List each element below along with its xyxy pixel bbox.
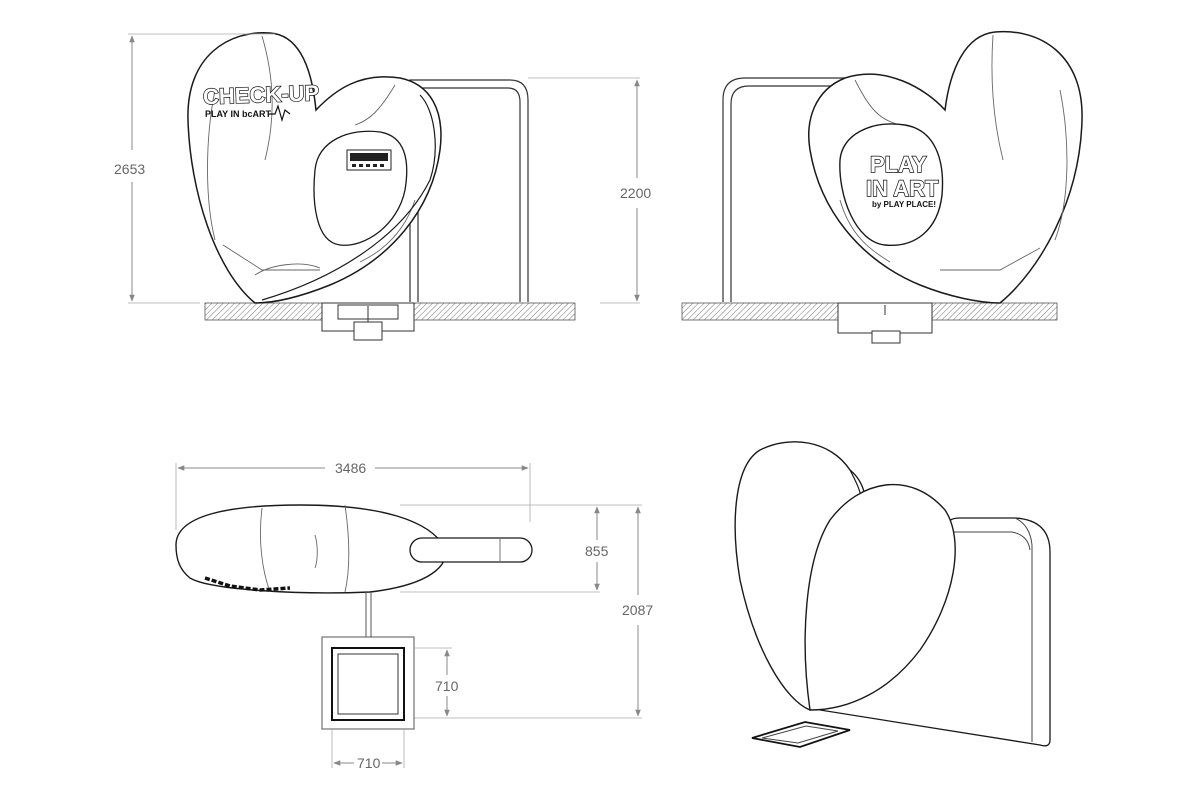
perspective-heart-front — [804, 483, 956, 711]
dim-label-710-h: 710 — [357, 755, 381, 771]
back-logo-line2: IN ART — [866, 176, 939, 201]
back-oval-panel — [839, 123, 944, 246]
dim-label-855: 855 — [585, 543, 609, 559]
top-bar — [409, 537, 533, 563]
back-frame — [722, 77, 850, 302]
back-logo-line1: PLAY — [870, 152, 927, 177]
heartbeat-icon — [268, 104, 291, 123]
dim-label-710-v: 710 — [435, 678, 459, 694]
back-view: PLAY IN ART by PLAY PLACE! 2200 — [528, 30, 1083, 344]
dim-label-3486: 3486 — [335, 460, 366, 476]
front-logo-title: CHECK-UP — [203, 80, 320, 109]
dim-label-2653: 2653 — [114, 161, 145, 177]
top-heart-body — [175, 504, 447, 594]
dim-label-2087: 2087 — [622, 602, 653, 618]
front-heart — [187, 32, 442, 304]
perspective-base-mat — [751, 721, 851, 748]
dim-label-2200: 2200 — [620, 185, 651, 201]
base-plate-inner — [331, 647, 405, 721]
front-back-frame — [409, 79, 529, 302]
top-view: 3486 855 2087 710 7 — [175, 460, 653, 771]
front-view: CHECK-UP PLAY IN bcART 2653 — [114, 32, 576, 341]
perspective-view — [734, 441, 1051, 748]
back-logo-line3: by PLAY PLACE! — [872, 200, 936, 209]
front-logo-subtitle: PLAY IN bcART — [205, 109, 272, 119]
